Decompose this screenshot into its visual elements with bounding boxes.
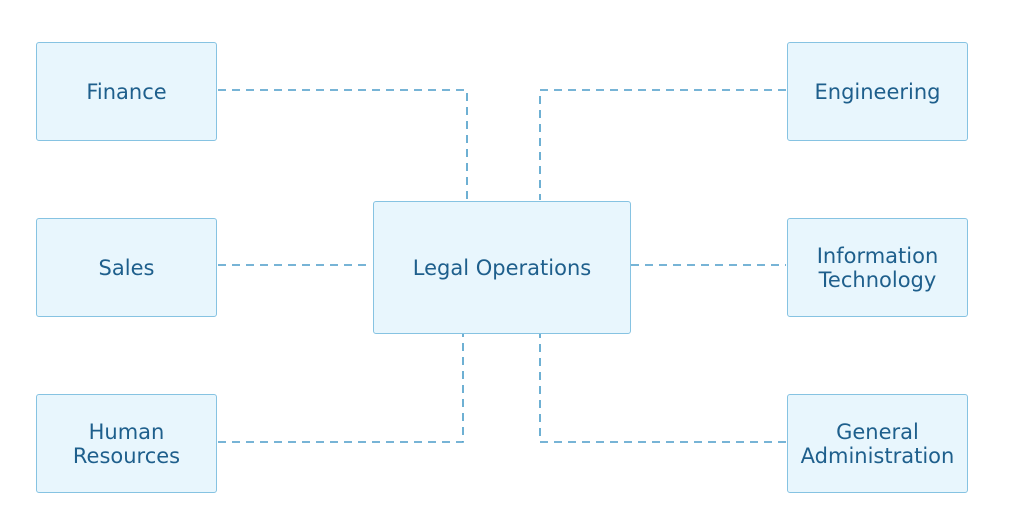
node-label: Engineering (814, 79, 941, 104)
node-human-resources: Human Resources (36, 394, 217, 493)
connector-human-resources (218, 334, 464, 443)
node-finance: Finance (36, 42, 217, 141)
node-label: Information Technology (816, 243, 939, 292)
node-information-technology: Information Technology (787, 218, 968, 317)
node-label: General Administration (800, 419, 955, 468)
node-general-administration: General Administration (787, 394, 968, 493)
node-sales: Sales (36, 218, 217, 317)
node-label: Human Resources (72, 419, 181, 468)
node-legal-operations: Legal Operations (373, 201, 631, 334)
node-engineering: Engineering (787, 42, 968, 141)
node-label: Finance (86, 79, 167, 104)
connector-engineering (539, 89, 786, 200)
node-label: Sales (98, 255, 155, 280)
connector-finance (218, 89, 468, 200)
node-label: Legal Operations (412, 255, 592, 280)
connector-general-administration (539, 334, 786, 443)
